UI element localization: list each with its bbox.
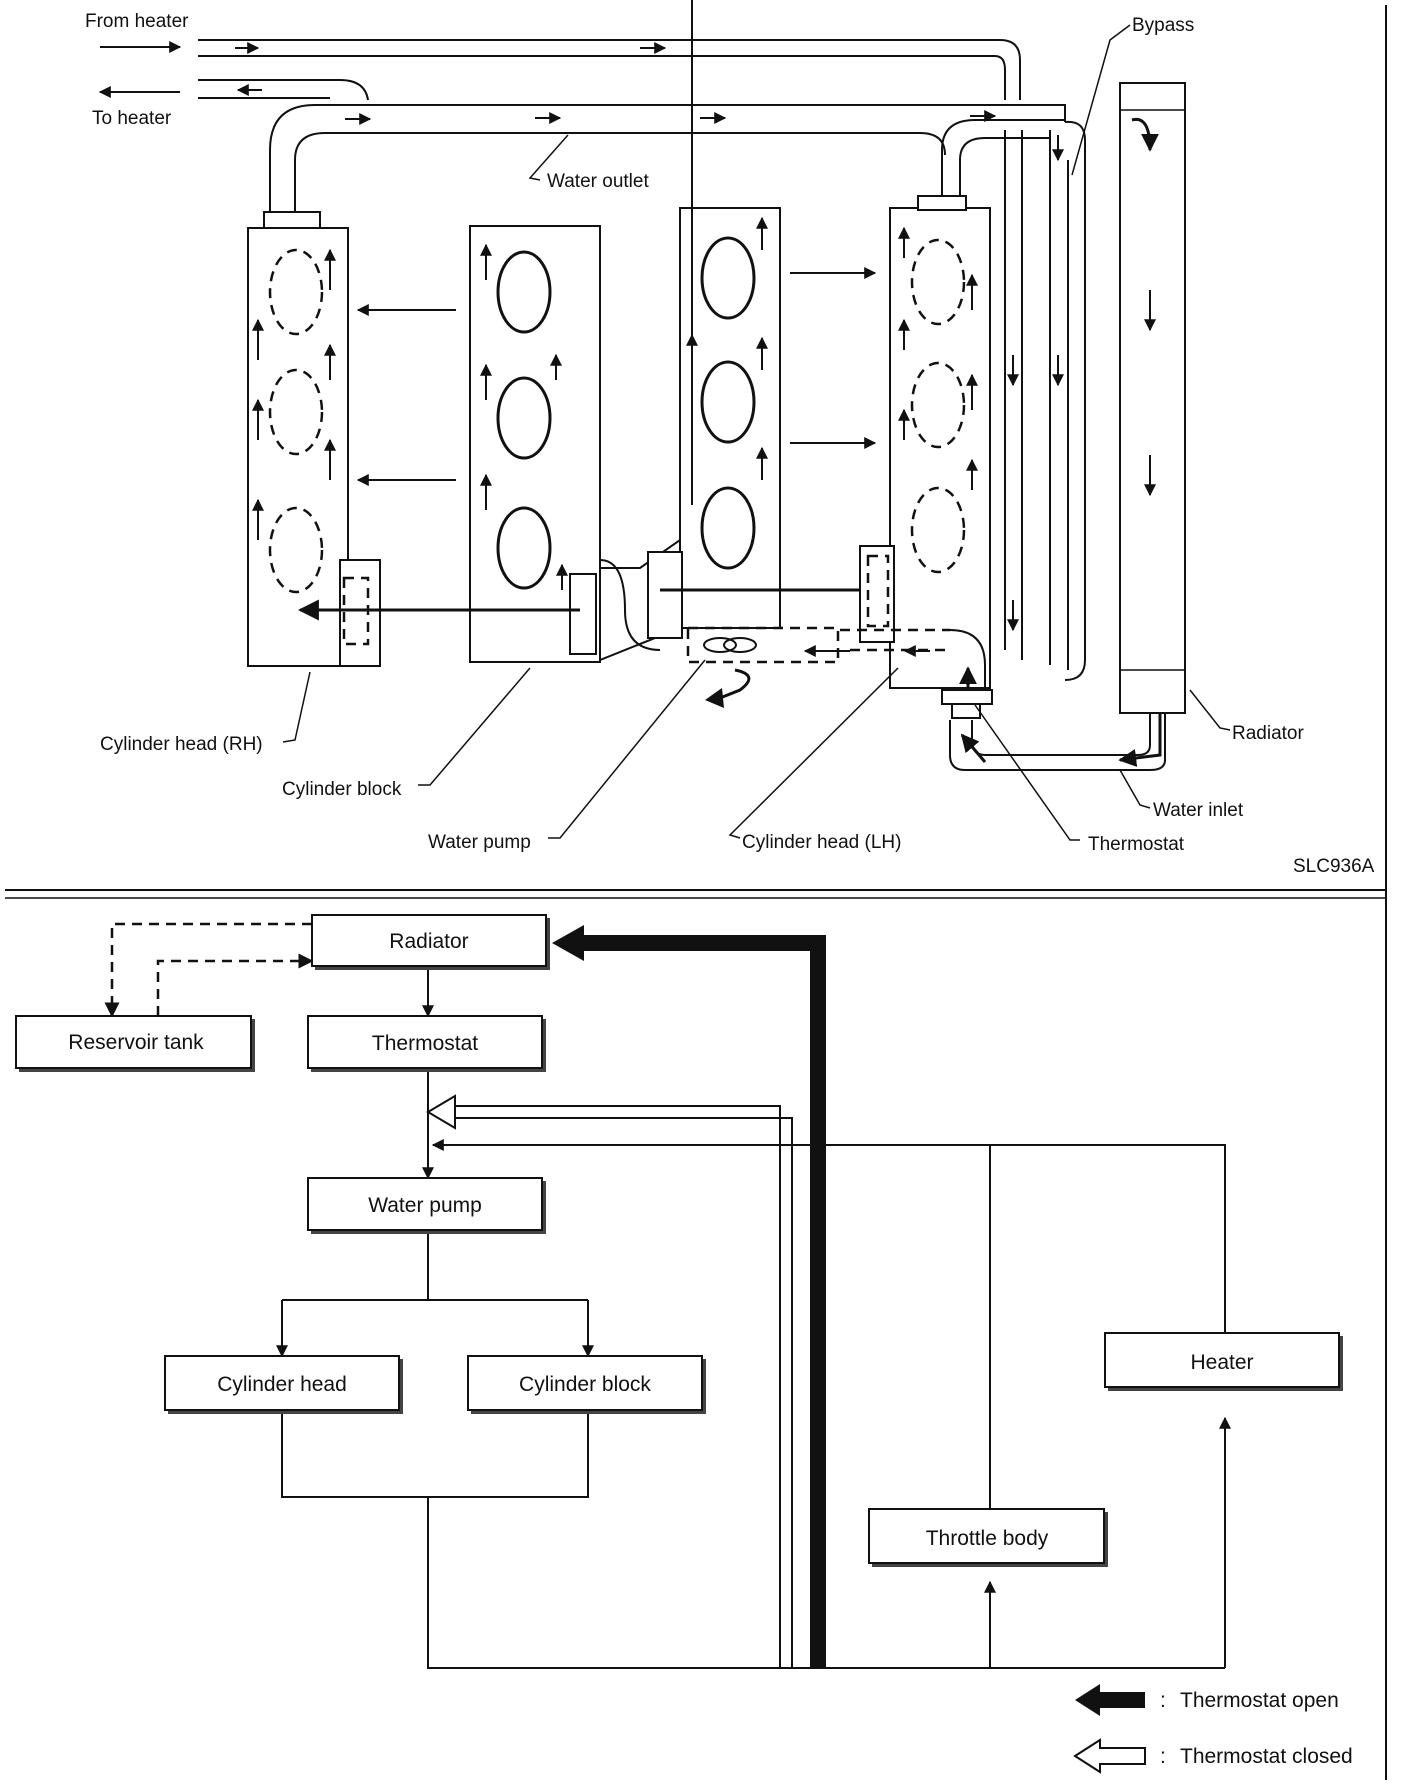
leader-cylinder-head-rh	[282, 671, 311, 743]
rotation-arrow-icon	[714, 668, 751, 702]
leader-water-inlet	[1119, 769, 1151, 809]
block-cylinder-bore	[700, 486, 756, 570]
water-inlet-hose-inner	[971, 713, 1151, 756]
label-cylinder-head-rh: Cylinder head (RH)	[100, 734, 263, 755]
throttle-body-node-label: Throttle body	[926, 1527, 1049, 1550]
heater-return-pipe-outer	[198, 79, 369, 101]
block-cylinder-bore	[700, 236, 756, 320]
engine-collector-line	[281, 1412, 589, 1498]
block-pump-port	[569, 573, 597, 655]
reservoir-tank-node: Reservoir tank	[15, 1015, 255, 1072]
label-water-pump: Water pump	[428, 832, 531, 853]
leader-bypass	[1071, 24, 1131, 176]
cylinder-block-node-label: Cylinder block	[519, 1373, 651, 1396]
rotation-arrow-head-icon	[705, 688, 724, 708]
cylinder-head-rh	[247, 227, 349, 667]
heater-node: Heater	[1104, 1332, 1343, 1391]
heater-node-label: Heater	[1190, 1351, 1253, 1374]
flow-legend: : Thermostat open : Thermostat closed	[1073, 1684, 1353, 1774]
leader-cylinder-head-lh	[728, 667, 899, 839]
block-cylinder-bore	[700, 360, 756, 444]
block-cylinder-bore	[496, 250, 552, 334]
heater-pipe-inner	[198, 55, 1006, 100]
label-thermostat: Thermostat	[1088, 834, 1185, 855]
reservoir-tank-node-label: Reservoir tank	[68, 1031, 204, 1054]
legend-open-separator: :	[1160, 1689, 1166, 1712]
label-cylinder-head-lh: Cylinder head (LH)	[742, 832, 901, 853]
cylinder-head-node: Cylinder head	[164, 1355, 403, 1414]
radiator-node-label: Radiator	[389, 930, 468, 953]
lh-cylinder-bore	[910, 238, 966, 326]
lh-cylinder-bore	[910, 361, 966, 449]
water-pump-impeller-chamber	[686, 626, 840, 664]
rh-cylinder-bore	[268, 368, 324, 456]
legend-thermostat-closed: Thermostat closed	[1180, 1745, 1353, 1768]
thermostat-open-path	[572, 935, 826, 1668]
leader-water-pump	[548, 659, 706, 839]
heater-pipe-outer	[198, 39, 1021, 100]
thermostat-closed-arrowhead	[426, 1094, 456, 1130]
figure-code: SLC936A	[1293, 856, 1375, 877]
label-cylinder-block: Cylinder block	[282, 779, 402, 800]
cylinder-block-bank-lh	[679, 207, 781, 629]
thermostat-node-label: Thermostat	[372, 1032, 478, 1055]
rh-cylinder-bore	[268, 248, 324, 336]
filled-arrow-icon	[1075, 1684, 1145, 1716]
lh-inlet-port	[866, 554, 890, 628]
thermostat-closed-path-inner	[455, 1117, 793, 1668]
impeller-blade	[723, 637, 757, 653]
flow-arrow	[1131, 117, 1159, 152]
hollow-arrow-icon	[1073, 1738, 1146, 1774]
thermostat-open-arrowhead	[552, 925, 584, 961]
radiator	[1119, 82, 1186, 714]
lh-outlet-neck	[917, 195, 967, 211]
water-outlet-pipe-outer	[269, 104, 1066, 212]
block-cylinder-bore	[496, 506, 552, 590]
radiator-upper-hose	[1064, 120, 1086, 681]
legend-thermostat-open: Thermostat open	[1180, 1689, 1339, 1712]
rh-cylinder-bore	[268, 506, 324, 594]
cylinder-head-node-label: Cylinder head	[217, 1373, 347, 1396]
leader-radiator	[1189, 689, 1231, 731]
water-inlet-hose-outer	[949, 713, 1166, 771]
pump-outlet-port	[647, 551, 683, 639]
leader-thermostat	[974, 704, 1080, 841]
label-bypass: Bypass	[1132, 15, 1194, 36]
pump-passage	[599, 559, 661, 651]
thermostat-node: Thermostat	[307, 1015, 546, 1072]
thermostat-closed-path-outer	[455, 1105, 781, 1668]
radiator-node: Radiator	[311, 914, 550, 970]
flow-arrow	[1118, 712, 1162, 767]
throttle-body-node: Throttle body	[868, 1508, 1108, 1567]
engine-outflow-line	[427, 1497, 1225, 1669]
water-pump-node-label: Water pump	[368, 1194, 482, 1217]
lh-outlet-elbow-inner	[959, 137, 1050, 210]
flow-arrow	[960, 733, 987, 763]
label-to-heater: To heater	[92, 108, 172, 129]
label-water-inlet: Water inlet	[1153, 800, 1244, 821]
reservoir-return-dashed	[156, 953, 314, 1016]
thermostat-housing	[949, 629, 986, 690]
block-cylinder-bore	[496, 376, 552, 460]
reservoir-overflow-dashed	[104, 922, 312, 1018]
thermostat-valve	[941, 689, 993, 705]
label-water-outlet: Water outlet	[547, 171, 649, 192]
legend-closed-separator: :	[1160, 1745, 1166, 1768]
cylinder-block-node: Cylinder block	[467, 1355, 706, 1414]
lh-cylinder-bore	[910, 486, 966, 574]
heater-return-line	[431, 1139, 1226, 1363]
leader-cylinder-block	[418, 667, 531, 786]
lh-outlet-elbow-outer	[941, 119, 1065, 210]
leader-water-outlet	[528, 134, 569, 181]
rh-outlet-neck	[263, 211, 321, 229]
label-from-heater: From heater	[85, 11, 189, 32]
rh-water-jacket-port	[339, 559, 381, 667]
coolant-flow-chart: Radiator Reservoir tank Thermostat Water…	[15, 914, 1343, 1669]
label-radiator: Radiator	[1232, 723, 1304, 744]
engine-cooling-diagram: From heater To heater Bypass Water outle…	[85, 0, 1375, 877]
water-pump-node: Water pump	[307, 1177, 546, 1234]
impeller-blade	[703, 637, 737, 653]
